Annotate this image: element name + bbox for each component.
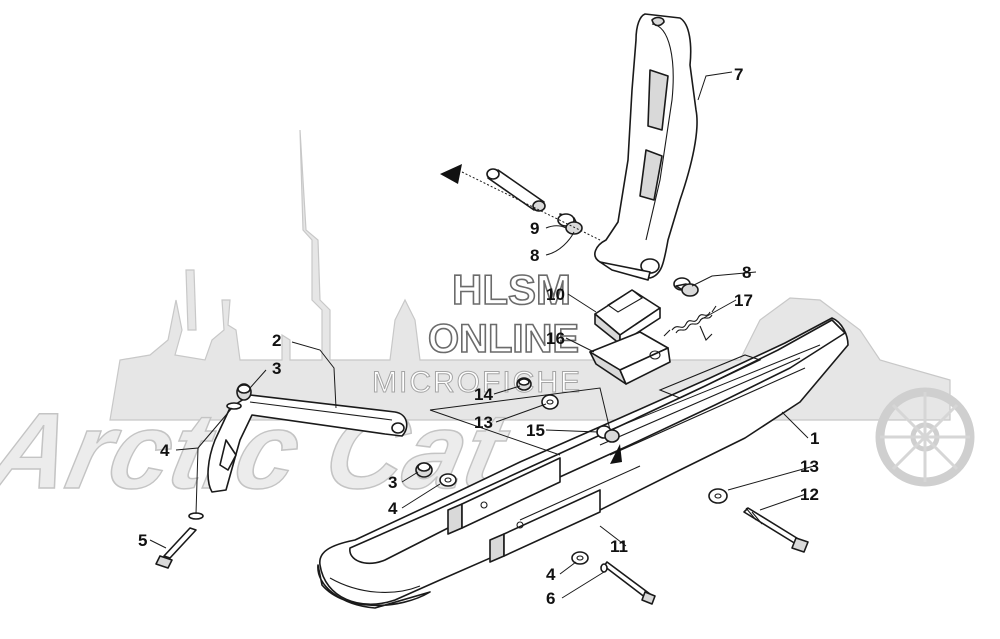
part-10-bumper bbox=[594, 289, 661, 345]
part-12-bolt bbox=[743, 507, 809, 553]
callout-17: 17 bbox=[734, 291, 753, 310]
watermark-line1: HLSM bbox=[452, 266, 571, 313]
direction-arrow-icon bbox=[440, 164, 462, 184]
part-4-washer-d bbox=[571, 551, 589, 565]
callout-3-upper: 3 bbox=[272, 359, 281, 378]
part-4-washer-a bbox=[226, 402, 242, 410]
part-13-washer-upper bbox=[541, 394, 559, 410]
callout-6: 6 bbox=[546, 589, 555, 608]
callout-16: 16 bbox=[546, 329, 565, 348]
callout-1: 1 bbox=[810, 429, 819, 448]
watermark-line2: ONLINE bbox=[428, 317, 579, 361]
part-9-pin bbox=[440, 164, 601, 241]
part-1-ski bbox=[317, 317, 849, 609]
part-8-bushing-right bbox=[673, 277, 699, 297]
callout-5: 5 bbox=[138, 531, 147, 550]
callout-2: 2 bbox=[272, 331, 281, 350]
part-5-bolt bbox=[155, 527, 197, 569]
part-11-wear-bar bbox=[519, 465, 641, 521]
callout-10: 10 bbox=[546, 285, 565, 304]
callout-8-right: 8 bbox=[742, 263, 751, 282]
direction-arrow-down-icon bbox=[610, 444, 622, 464]
callout-8-left: 8 bbox=[530, 246, 539, 265]
part-14-nut bbox=[516, 377, 532, 391]
part-3-nut-upper bbox=[236, 383, 252, 401]
callout-9: 9 bbox=[530, 219, 539, 238]
leader-lines bbox=[149, 71, 815, 599]
callout-13-upper: 13 bbox=[474, 413, 493, 432]
part-8-bushing-left bbox=[557, 213, 583, 235]
watermark-motorcycle-wheel bbox=[875, 387, 975, 487]
part-7-spindle bbox=[594, 13, 698, 281]
callout-4-lower: 4 bbox=[546, 565, 556, 584]
part-2-skag-bracket bbox=[207, 394, 408, 493]
part-17-spring bbox=[663, 305, 717, 341]
part-3-nut-lower bbox=[415, 462, 433, 478]
watermark-line3: MICROFICHE bbox=[372, 366, 582, 399]
part-4-washer-c bbox=[439, 473, 457, 487]
watermark-city-skyline bbox=[109, 129, 951, 421]
callout-13-lower: 13 bbox=[800, 457, 819, 476]
part-13-washer-lower bbox=[708, 488, 728, 504]
callout-4-middle: 4 bbox=[388, 499, 398, 518]
callout-labels: 7 9 8 8 10 17 16 2 3 4 14 13 15 1 13 12 … bbox=[138, 65, 819, 608]
callout-11: 11 bbox=[610, 537, 628, 556]
part-16-bracket bbox=[589, 331, 671, 385]
callout-7: 7 bbox=[734, 65, 743, 84]
callout-14: 14 bbox=[474, 385, 493, 404]
callout-3-lower: 3 bbox=[388, 473, 397, 492]
part-15-cap bbox=[596, 425, 622, 464]
part-6-bolt bbox=[600, 561, 656, 605]
callout-4-left: 4 bbox=[160, 441, 170, 460]
callout-15: 15 bbox=[526, 421, 545, 440]
callout-12: 12 bbox=[800, 485, 819, 504]
